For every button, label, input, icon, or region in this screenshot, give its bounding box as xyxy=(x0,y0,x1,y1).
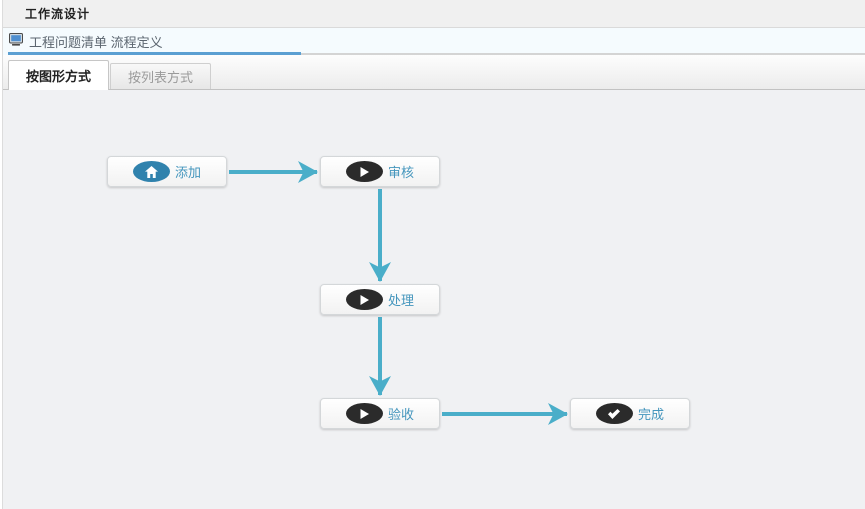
left-border xyxy=(0,0,3,509)
tab-graphic-view-label: 按图形方式 xyxy=(26,69,92,84)
view-mode-tabbar: 按图形方式 按列表方式 xyxy=(0,55,865,90)
document-tab-strip: 工程问题清单 流程定义 xyxy=(0,28,865,55)
active-tab-underline xyxy=(8,52,301,55)
play-icon xyxy=(345,289,383,310)
workflow-node-label: 处理 xyxy=(387,293,414,308)
tab-list-view-label: 按列表方式 xyxy=(128,70,194,85)
workflow-node-accept[interactable]: 验收 xyxy=(320,398,440,429)
workflow-canvas: 添加 审核处理验收 完成 xyxy=(0,90,865,509)
tab-list-view[interactable]: 按列表方式 xyxy=(110,63,212,89)
workflow-node-complete[interactable]: 完成 xyxy=(570,398,690,429)
workflow-node-label: 验收 xyxy=(387,407,414,422)
document-tab-label: 工程问题清单 流程定义 xyxy=(29,35,163,50)
tab-graphic-view[interactable]: 按图形方式 xyxy=(8,60,110,90)
tab-strip-divider xyxy=(301,53,865,55)
home-icon xyxy=(132,161,170,182)
titlebar: 工作流设计 xyxy=(0,0,865,28)
workflow-node-label: 完成 xyxy=(637,407,664,422)
play-icon xyxy=(345,403,383,424)
page-title: 工作流设计 xyxy=(25,7,91,21)
check-icon xyxy=(595,403,633,424)
workflow-node-label: 添加 xyxy=(174,165,201,180)
workflow-node-label: 审核 xyxy=(387,165,414,180)
workflow-node-process[interactable]: 处理 xyxy=(320,284,440,315)
document-tab[interactable]: 工程问题清单 流程定义 xyxy=(9,32,163,51)
play-icon xyxy=(345,161,383,182)
workflow-node-review[interactable]: 审核 xyxy=(320,156,440,187)
workflow-node-add[interactable]: 添加 xyxy=(107,156,227,187)
monitor-icon xyxy=(9,32,23,51)
